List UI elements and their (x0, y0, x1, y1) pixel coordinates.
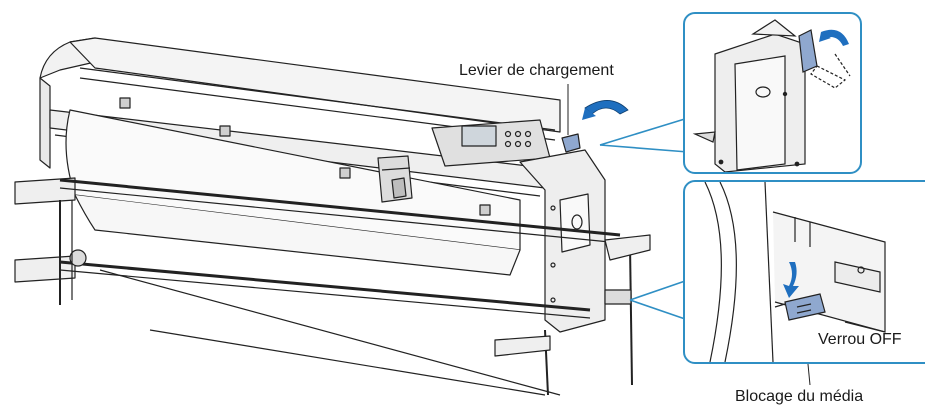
rotate-arrow-icon (821, 29, 849, 46)
callout-line-top (599, 117, 689, 146)
curved-arrow-icon (584, 100, 629, 115)
lock-off-label: Verrou OFF (818, 331, 902, 348)
top-cover (69, 37, 561, 133)
down-arrow-icon (783, 262, 799, 298)
lock-lever-icon (784, 293, 826, 321)
media-stock-lock-label: Blocage du média (735, 388, 864, 405)
lever-detail-inset (683, 12, 862, 174)
media-lock (604, 289, 632, 305)
callout-line-bottom (629, 279, 689, 301)
loading-lever (561, 133, 581, 153)
media-lock-detail-inset (683, 180, 925, 364)
loading-lever-label: Levier de chargement (459, 62, 614, 79)
lever-open-icon (798, 29, 818, 73)
